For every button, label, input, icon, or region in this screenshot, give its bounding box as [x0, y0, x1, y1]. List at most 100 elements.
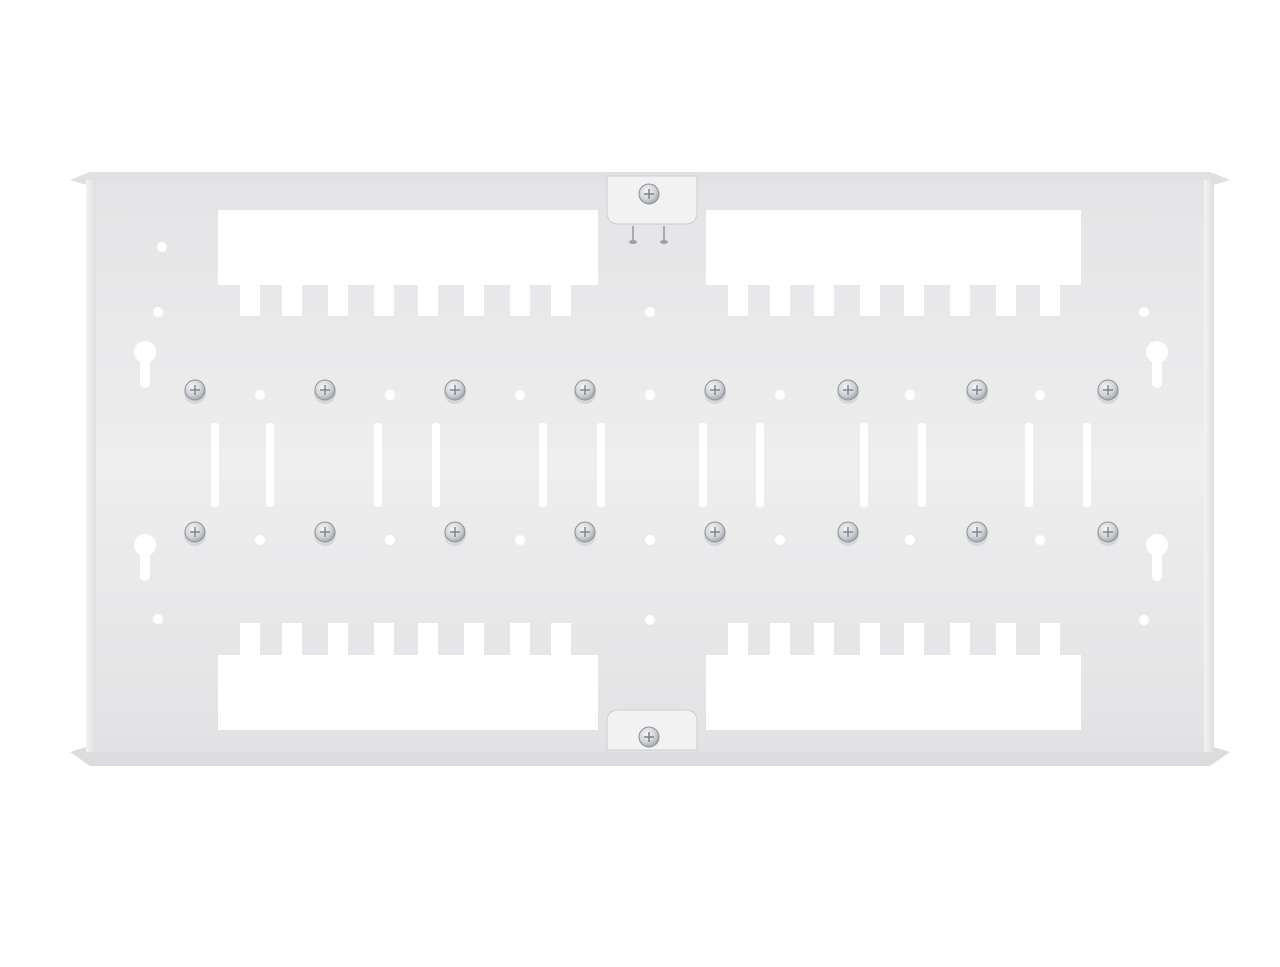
plate-right-edge — [1204, 180, 1214, 752]
vertical-slot — [211, 423, 219, 507]
screw-pair — [629, 226, 668, 244]
cable-tab — [728, 285, 748, 316]
cable-tab — [240, 285, 260, 316]
bolt — [314, 379, 336, 404]
cutout-top-left — [218, 210, 598, 285]
cable-tabs-top — [240, 285, 1060, 316]
cable-tab — [328, 285, 348, 316]
round-hole — [645, 535, 655, 545]
bolt — [837, 379, 859, 404]
bolt — [184, 521, 206, 546]
keyhole-slot — [1152, 545, 1162, 581]
round-hole — [905, 390, 915, 400]
cable-tab — [950, 623, 970, 655]
cutout-bottom-left — [218, 655, 598, 730]
cable-tab — [464, 623, 484, 655]
cable-tab — [728, 623, 748, 655]
top-clip — [606, 175, 698, 244]
bolt — [574, 379, 596, 404]
round-hole — [1035, 390, 1045, 400]
plate-left-edge — [86, 180, 96, 752]
cable-tab — [282, 285, 302, 316]
cable-tabs-bottom — [240, 623, 1060, 655]
vertical-slot — [374, 423, 382, 507]
cutout-bottom-right — [706, 655, 1081, 730]
cable-tab — [551, 623, 571, 655]
cable-tab — [464, 285, 484, 316]
round-hole — [153, 614, 163, 624]
round-hole — [775, 390, 785, 400]
round-hole — [905, 535, 915, 545]
cable-tab — [904, 623, 924, 655]
keyhole — [1146, 341, 1168, 388]
round-hole — [1035, 535, 1045, 545]
round-hole — [645, 390, 655, 400]
cable-tab — [240, 623, 260, 655]
keyhole-slot — [140, 545, 150, 581]
bolts — [184, 379, 1119, 546]
cable-tab — [374, 285, 394, 316]
round-hole — [645, 307, 655, 317]
round-hole — [255, 390, 265, 400]
bolt — [704, 379, 726, 404]
cable-tab — [418, 623, 438, 655]
round-hole — [515, 535, 525, 545]
cable-tab — [814, 285, 834, 316]
cable-tab — [860, 623, 880, 655]
cable-tab — [1040, 285, 1060, 316]
cable-tab — [770, 285, 790, 316]
keyhole-slot — [1152, 352, 1162, 388]
cable-tab — [510, 623, 530, 655]
cable-tab — [996, 623, 1016, 655]
keyhole-slot — [140, 352, 150, 388]
vertical-slot — [266, 423, 274, 507]
bolt — [966, 379, 988, 404]
cable-tab — [770, 623, 790, 655]
round-hole — [515, 390, 525, 400]
vertical-slot — [860, 423, 868, 507]
cable-tab — [510, 285, 530, 316]
vertical-slot — [756, 423, 764, 507]
cable-tab — [551, 285, 571, 316]
round-hole — [255, 535, 265, 545]
keyhole — [134, 341, 156, 388]
round-hole — [385, 535, 395, 545]
vertical-slot — [1083, 423, 1091, 507]
bolt — [837, 521, 859, 546]
round-hole — [1139, 307, 1149, 317]
cable-tab — [996, 285, 1016, 316]
bolt — [184, 379, 206, 404]
round-hole — [645, 615, 655, 625]
cable-tab — [282, 623, 302, 655]
bolt — [314, 521, 336, 546]
keyhole — [1146, 534, 1168, 581]
vertical-slot — [918, 423, 926, 507]
round-hole — [775, 535, 785, 545]
cutout-top-right — [706, 210, 1081, 285]
bolt — [966, 521, 988, 546]
cable-tab — [374, 623, 394, 655]
bolt — [1097, 379, 1119, 404]
keyhole — [134, 534, 156, 581]
cable-tab — [860, 285, 880, 316]
small-holes — [153, 242, 1149, 625]
bolt — [444, 379, 466, 404]
vertical-slot — [597, 423, 605, 507]
bolt — [1097, 521, 1119, 546]
cable-tab — [1040, 623, 1060, 655]
round-hole — [1139, 615, 1149, 625]
vertical-slot — [432, 423, 440, 507]
keyhole-slots — [134, 341, 1168, 581]
cable-tab — [950, 285, 970, 316]
vertical-slot — [1025, 423, 1033, 507]
bolt — [444, 521, 466, 546]
cable-tab — [904, 285, 924, 316]
round-hole — [385, 390, 395, 400]
vertical-slots — [211, 423, 1091, 507]
round-hole — [157, 242, 167, 252]
bottom-clip — [606, 709, 698, 751]
round-hole — [153, 307, 163, 317]
bolt — [574, 521, 596, 546]
cable-tab — [814, 623, 834, 655]
